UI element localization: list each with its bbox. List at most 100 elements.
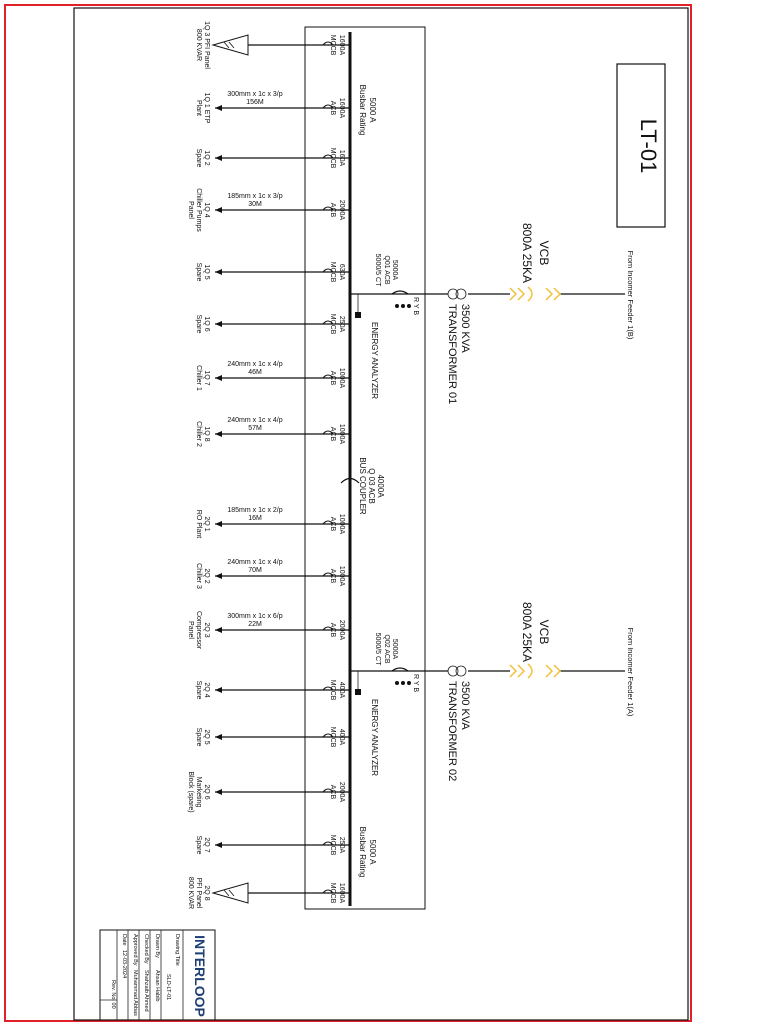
feeder-9-breaker-contact (322, 520, 334, 525)
q02-acb-tag: Q02 ACB (383, 634, 390, 664)
incomer-1: From Incomer Feeder 1(B) VCB 800A 25KA 3… (350, 223, 635, 404)
feeder-11-cable-size: 300mm x 1c x 6/p (227, 613, 282, 620)
feeder-8-load-line-1: 1Q 8 (203, 426, 210, 441)
feeder-9-load-line-1: 2Q 1 (203, 516, 210, 531)
feeder-5-breaker-rating: 630A (338, 264, 345, 281)
feeder-14-breaker-type: ACB (329, 785, 336, 800)
feeder-7-cable-length: 46M (248, 369, 262, 376)
feeder-9-load-line-2: RO Plant (195, 510, 202, 538)
feeder-6-arrow (215, 321, 222, 327)
feeder-16-capacitor-icon (211, 882, 249, 904)
outer-red-border (4, 4, 692, 1022)
bus-coupler-rating: 4000A (376, 474, 385, 498)
feeder-source-01: From Incomer Feeder 1(B) (626, 251, 635, 340)
feeder-5-breaker-contact (322, 268, 334, 273)
feeder-8-breaker-rating: 1000A (338, 424, 345, 445)
feeder-9-arrow (215, 521, 222, 527)
bus-coupler-tag: Q 03 ACB (367, 468, 376, 504)
feeder-14-arrow (215, 789, 222, 795)
feeder-16-breaker-contact (322, 889, 334, 894)
feeder-14-breaker-rating: 2000A (338, 782, 345, 803)
q02-acb-contact (391, 667, 409, 672)
feeder-2-breaker-contact (322, 104, 334, 109)
feeder-10-cable-size: 240mm x 1c x 4/p (227, 559, 282, 566)
busbar-rating-top-sub: Busbar Rating (358, 85, 367, 136)
feeder-1-capacitor-mark (223, 41, 235, 49)
vcb-02-label: VCB (537, 620, 551, 645)
vcb-02-symbol (509, 663, 562, 679)
feeder-11-arrow (215, 627, 222, 633)
feeder-14-breaker-contact (322, 788, 334, 793)
feeder-13-arrow (215, 734, 222, 740)
feeder-11-breaker-type: ACB (329, 623, 336, 638)
feeder-10-breaker-type: ACB (329, 569, 336, 584)
panel-enclosure (304, 26, 426, 910)
feeder-4-load-line-3: Panel (187, 201, 194, 219)
vcb-02-rating: 800A 25KA (520, 602, 534, 662)
feeder-4-breaker-type: ACB (329, 203, 336, 218)
feeder-11-cable-length: 22M (248, 621, 262, 628)
feeder-11-load-line-2: Compressor (195, 611, 202, 650)
feeder-9-breaker-type: ACB (329, 517, 336, 532)
feeder-8-breaker-contact (322, 430, 334, 435)
vcb-01-label: VCB (537, 241, 551, 266)
feeder-12-arrow (215, 687, 222, 693)
feeder-6-breaker-contact (322, 320, 334, 325)
feeder-8-cable-length: 57M (248, 425, 262, 432)
inner-black-border (73, 7, 689, 1021)
company-logo: INTERLOOP (192, 935, 208, 1017)
transformer-01-name: TRANSFORMER 01 (446, 304, 458, 404)
drawing-title-label: Drawing Title (174, 934, 180, 966)
feeder-6-breaker-rating: 250A (338, 316, 345, 333)
transformer-02-winding-1 (447, 665, 459, 677)
feeder-10-breaker-rating: 1000A (338, 566, 345, 587)
feeder-7-load-line-2: Chiller 1 (195, 365, 202, 391)
feeder-15-load-line-2: Spare (195, 836, 202, 855)
feeder-14-load-line-1: 2Q 6 (203, 784, 210, 799)
energy-analyzer-02: ENERGY ANALYZER (370, 699, 379, 776)
feeder-13-load-line-2: Spare (195, 728, 202, 747)
feeder-15-breaker-type: MCCB (329, 835, 336, 856)
feeder-10-breaker-contact (322, 572, 334, 577)
q01-acb-rating: 5000A (391, 260, 398, 281)
transformer-02-name: TRANSFORMER 02 (446, 681, 458, 781)
feeder-3-arrow (215, 155, 222, 161)
feeder-10-cable-length: 70M (248, 567, 262, 574)
incomer-01-phases: R Y B (412, 297, 419, 315)
feeder-16-breaker-rating: 1600A (338, 883, 345, 904)
drawn-by-label: Drawn By (154, 934, 160, 958)
feeder-14-load-line-2: Marketing (195, 777, 202, 808)
feeder-2-breaker-rating: 1600A (338, 98, 345, 119)
feeder-10-load-line-2: Chiller 3 (195, 563, 202, 589)
incomer-2: From Incomer Feeder 1(A) VCB 800A 25KA 3… (350, 602, 635, 781)
feeder-6-load-line-2: Spare (195, 315, 202, 334)
energy-analyzer-02-box (355, 689, 361, 695)
feeder-3-breaker-contact (322, 154, 334, 159)
feeder-12-breaker-type: MCCB (329, 680, 336, 701)
bus-coupler: 4000A Q 03 ACB BUS COUPLER (340, 457, 385, 515)
feeder-1-load-line-2: 800 KVAR (195, 29, 202, 61)
feeder-12-breaker-rating: 400A (338, 682, 345, 699)
feeder-source-02: From Incomer Feeder 1(A) (626, 628, 635, 717)
feeder-4-arrow (215, 207, 222, 213)
feeder-4-breaker-contact (322, 206, 334, 211)
feeder-11-breaker-contact (322, 626, 334, 631)
date-label: Date (121, 934, 127, 946)
panel-title: LT-01 (636, 119, 661, 174)
feeder-13-breaker-contact (322, 733, 334, 738)
feeder-7-arrow (215, 375, 222, 381)
feeder-11-load-line-3: Panel (187, 621, 194, 639)
feeder-8-load-line-2: Chiller 2 (195, 421, 202, 447)
checked-by-label: Checked By (143, 934, 149, 964)
feeder-7-cable-size: 240mm x 1c x 4/p (227, 361, 282, 368)
feeder-16-capacitor-mark (223, 889, 235, 897)
transformer-02-rating: 3500 KVA (459, 681, 471, 730)
feeder-1-load-line-1: 1Q 3 PFI Panel (203, 21, 210, 69)
feeder-14-load-line-3: Block (spare) (187, 771, 194, 812)
feeder-12-load-line-1: 2Q 4 (203, 682, 210, 697)
vcb-01-rating: 800A 25KA (520, 223, 534, 283)
feeder-6-breaker-type: MCCB (329, 314, 336, 335)
feeder-11-breaker-rating: 2000A (338, 620, 345, 641)
feeder-5-load-line-1: 1Q 5 (203, 264, 210, 279)
